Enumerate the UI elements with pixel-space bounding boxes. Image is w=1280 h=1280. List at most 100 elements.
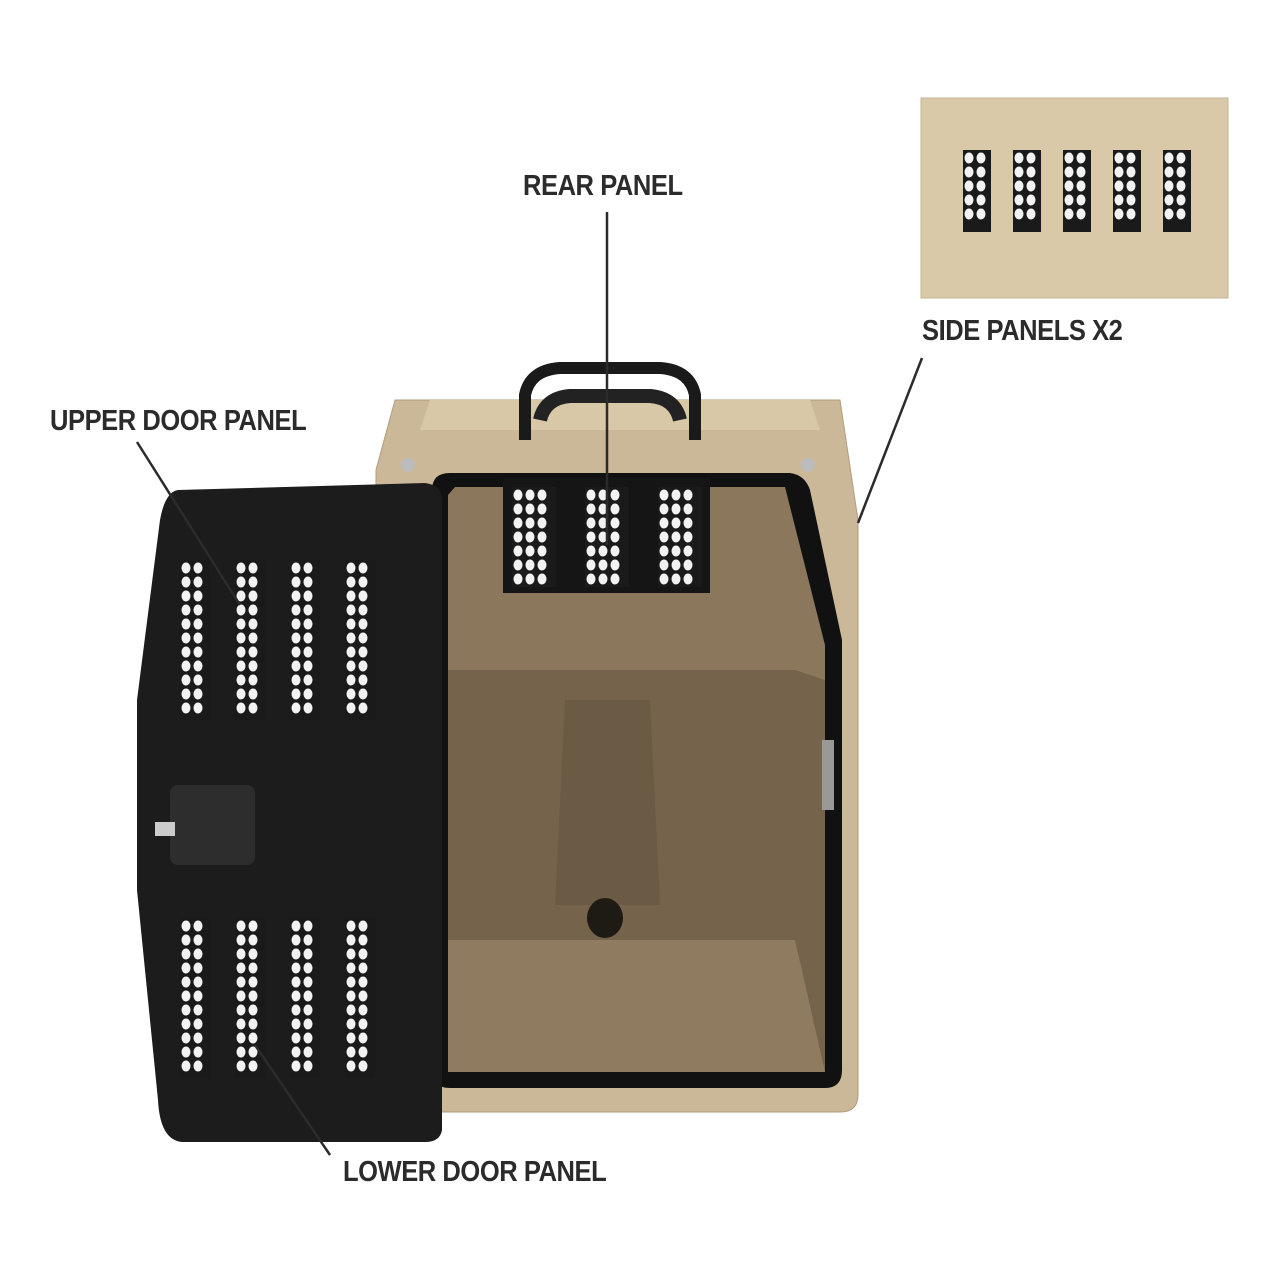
- vent-hole: [248, 990, 258, 1002]
- vent-hole: [1076, 166, 1086, 178]
- vent-hole: [193, 1060, 203, 1072]
- vent-hole: [513, 559, 523, 571]
- vent-hole: [248, 660, 258, 672]
- vent-hole: [610, 489, 620, 501]
- vent-hole: [303, 920, 313, 932]
- vent-hole: [513, 531, 523, 543]
- vent-hole: [964, 180, 974, 192]
- vent-hole: [346, 604, 356, 616]
- vent-hole: [659, 559, 669, 571]
- vent-hole: [598, 489, 608, 501]
- vent-hole: [181, 962, 191, 974]
- vent-hole: [248, 632, 258, 644]
- vent-hole: [537, 559, 547, 571]
- vent-hole: [181, 1018, 191, 1030]
- vent-hole: [291, 674, 301, 686]
- vent-hole: [291, 1004, 301, 1016]
- vent-hole: [1064, 152, 1074, 164]
- vent-hole: [671, 489, 681, 501]
- vent-hole: [291, 632, 301, 644]
- vent-hole: [1164, 152, 1174, 164]
- vent-hole: [248, 702, 258, 714]
- vent-hole: [181, 1004, 191, 1016]
- vent-hole: [181, 1032, 191, 1044]
- vent-hole: [236, 674, 246, 686]
- vent-hole: [193, 948, 203, 960]
- vent-hole: [964, 152, 974, 164]
- vent-hole: [1026, 208, 1036, 220]
- vent-hole: [193, 990, 203, 1002]
- vent-hole: [181, 660, 191, 672]
- vent-hole: [248, 618, 258, 630]
- vent-hole: [236, 990, 246, 1002]
- vent-hole: [1114, 152, 1124, 164]
- vent-hole: [236, 948, 246, 960]
- vent-hole: [976, 194, 986, 206]
- vent-hole: [346, 618, 356, 630]
- vent-hole: [964, 166, 974, 178]
- vent-hole: [181, 646, 191, 658]
- vent-hole: [236, 688, 246, 700]
- vent-hole: [358, 1004, 368, 1016]
- vent-hole: [236, 920, 246, 932]
- vent-hole: [358, 576, 368, 588]
- side-panels-label: SIDE PANELS X2: [922, 315, 1123, 347]
- vent-hole: [236, 646, 246, 658]
- vent-hole: [303, 618, 313, 630]
- vent-hole: [598, 517, 608, 529]
- vent-hole: [193, 920, 203, 932]
- vent-hole: [671, 559, 681, 571]
- vent-hole: [683, 559, 693, 571]
- vent-hole: [248, 976, 258, 988]
- upper-door-leader: [135, 441, 242, 606]
- vent-hole: [303, 990, 313, 1002]
- vent-hole: [181, 688, 191, 700]
- vent-hole: [303, 660, 313, 672]
- vent-hole: [1014, 208, 1024, 220]
- vent-hole: [193, 646, 203, 658]
- vent-hole: [236, 604, 246, 616]
- vent-hole: [586, 559, 596, 571]
- vent-hole: [181, 674, 191, 686]
- vent-hole: [683, 503, 693, 515]
- vent-hole: [181, 976, 191, 988]
- vent-hole: [248, 1046, 258, 1058]
- vent-hole: [248, 1060, 258, 1072]
- vent-hole: [659, 531, 669, 543]
- vent-hole: [1164, 180, 1174, 192]
- door: [137, 483, 442, 1142]
- vent-hole: [236, 618, 246, 630]
- vent-hole: [181, 702, 191, 714]
- vent-hole: [346, 1060, 356, 1072]
- vent-hole: [358, 660, 368, 672]
- vent-hole: [291, 962, 301, 974]
- vent-hole: [1164, 208, 1174, 220]
- vent-hole: [513, 545, 523, 557]
- vent-hole: [193, 1004, 203, 1016]
- vent-hole: [346, 1018, 356, 1030]
- vent-hole: [525, 545, 535, 557]
- vent-hole: [236, 1004, 246, 1016]
- vent-hole: [346, 688, 356, 700]
- vent-hole: [358, 920, 368, 932]
- vent-hole: [1076, 194, 1086, 206]
- vent-hole: [1076, 152, 1086, 164]
- vent-hole: [358, 688, 368, 700]
- vent-hole: [1026, 152, 1036, 164]
- vent-hole: [181, 948, 191, 960]
- vent-hole: [525, 573, 535, 585]
- vent-hole: [236, 576, 246, 588]
- vent-hole: [1114, 180, 1124, 192]
- vent-hole: [248, 646, 258, 658]
- vent-hole: [181, 1046, 191, 1058]
- vent-hole: [236, 632, 246, 644]
- vent-hole: [346, 990, 356, 1002]
- vent-hole: [193, 660, 203, 672]
- vent-hole: [236, 962, 246, 974]
- vent-hole: [248, 934, 258, 946]
- vent-hole: [346, 562, 356, 574]
- vent-hole: [1176, 152, 1186, 164]
- vent-hole: [1114, 166, 1124, 178]
- vent-hole: [1176, 194, 1186, 206]
